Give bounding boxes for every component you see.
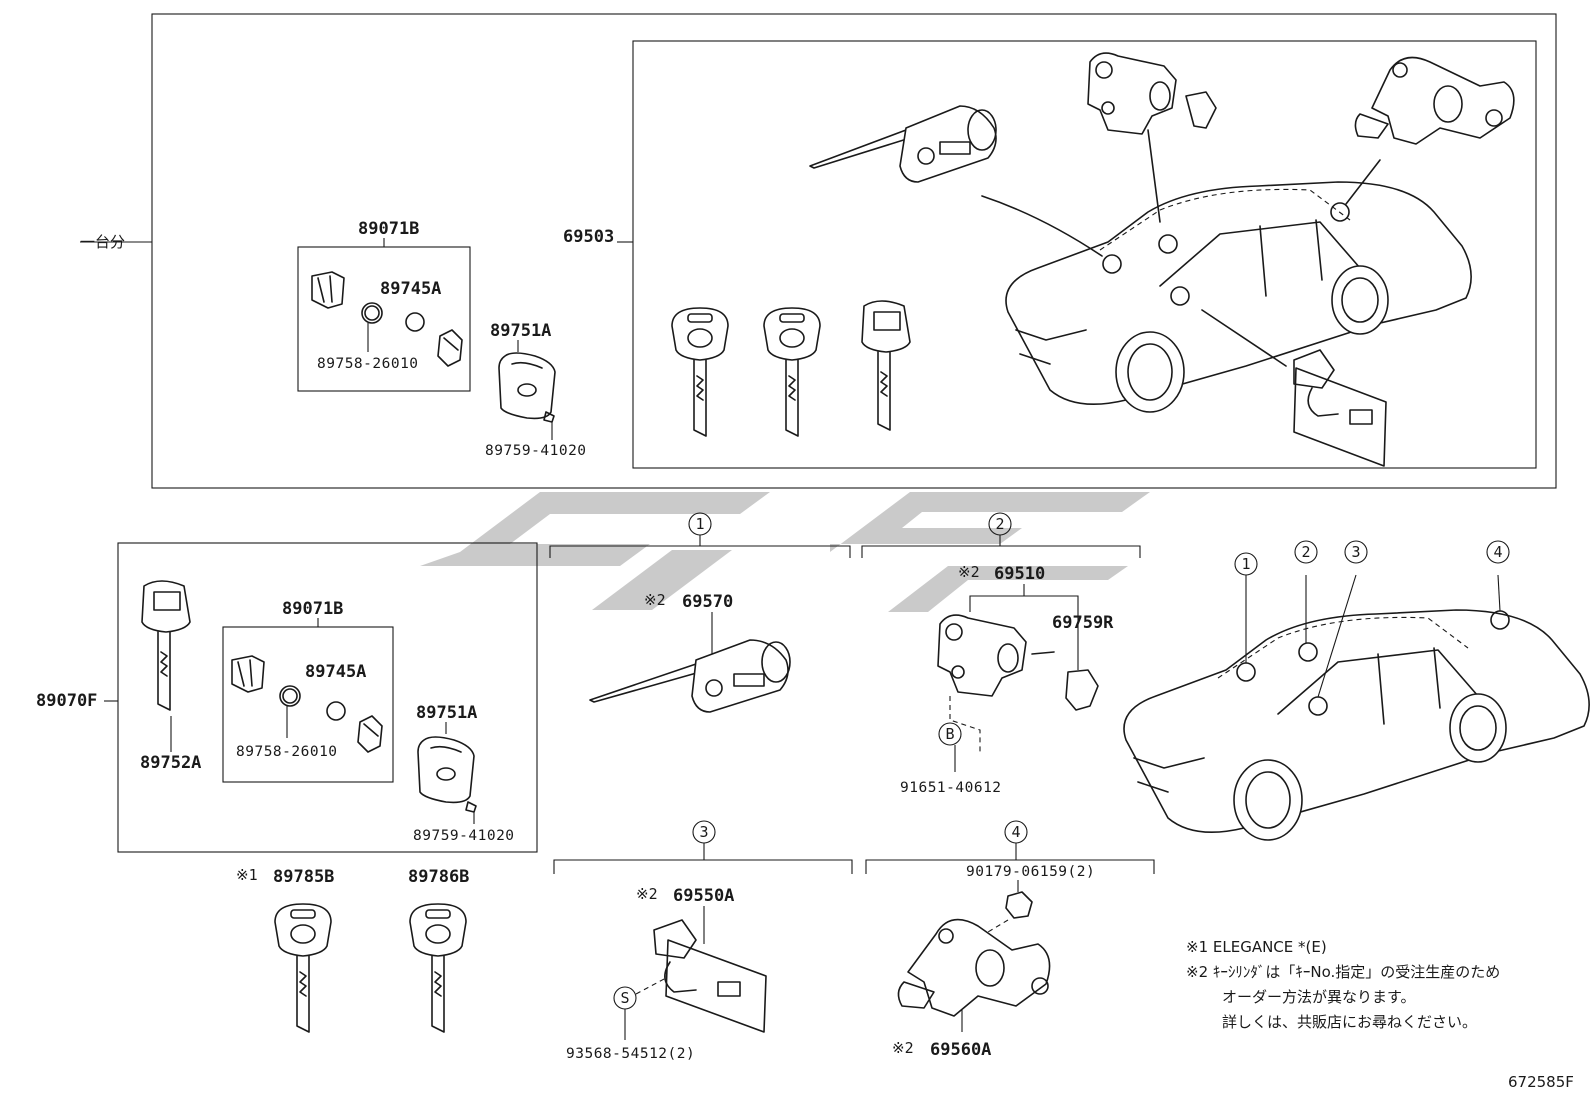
top-trunk-lock bbox=[1293, 349, 1387, 467]
car-marker-2: 2 bbox=[1301, 543, 1310, 561]
top-kit-item-89758: 89758-26010 bbox=[317, 356, 419, 372]
note-2: ※2 ｷｰｼﾘﾝﾀﾞは「ｷｰNo.指定」の受注生産のため bbox=[1186, 963, 1500, 981]
bottom-screw-label: 89759-41020 bbox=[413, 828, 515, 844]
door-lock-cylinder-icon bbox=[937, 614, 1027, 697]
blank-key-icon bbox=[141, 580, 191, 633]
group-4-mark: ※2 bbox=[892, 1039, 914, 1057]
top-ignition-cylinder bbox=[809, 105, 997, 183]
top-kit-item-89745a: 89745A bbox=[380, 279, 441, 299]
watermark-logo bbox=[420, 492, 1150, 612]
bolt-b-mark: B bbox=[945, 725, 954, 743]
part-69570-label: 69570 bbox=[682, 592, 733, 612]
key-icon bbox=[409, 903, 467, 957]
trunk-lock-icon bbox=[665, 939, 767, 1033]
top-assembly-frame: 一台分 69503 bbox=[80, 13, 1557, 489]
battery-cover-icon bbox=[311, 271, 345, 309]
top-kit: 89071B 89745A 89758-26010 bbox=[297, 219, 471, 392]
top-kit-label: 89071B bbox=[358, 219, 419, 239]
marker-3-circle bbox=[1344, 540, 1368, 564]
diagram-id: 672585F bbox=[1508, 1073, 1574, 1091]
part-90179-label: 90179-06159(2) bbox=[966, 864, 1095, 880]
nut-icon bbox=[1005, 891, 1033, 919]
notes: ※1 ELEGANCE *(E) ※2 ｷｰｼﾘﾝﾀﾞは「ｷｰNo.指定」の受注… bbox=[1186, 938, 1500, 1031]
group-1-number: 1 bbox=[695, 515, 704, 533]
group-3: 3 ※2 69550A S 93568-54512(2) bbox=[553, 820, 853, 1062]
transmitter-icon bbox=[417, 736, 475, 804]
note-1: ※1 ELEGANCE *(E) bbox=[1186, 938, 1327, 956]
ignition-cylinder-icon bbox=[691, 639, 789, 713]
transmitter-icon bbox=[498, 352, 556, 420]
locator-car: 1 2 3 4 bbox=[1123, 540, 1590, 841]
case-half-icon bbox=[437, 329, 463, 367]
car-marker-3: 3 bbox=[1351, 543, 1360, 561]
part-69759r-label: 69759R bbox=[1052, 613, 1114, 633]
group-1: 1 ※2 69570 bbox=[549, 512, 851, 713]
group-4-number: 4 bbox=[1011, 823, 1020, 841]
top-screw-label: 89759-41020 bbox=[485, 443, 587, 459]
bottom-kit-item-89745a: 89745A bbox=[305, 662, 366, 682]
part-69510-label: 69510 bbox=[994, 564, 1045, 584]
top-keys bbox=[671, 300, 911, 437]
top-door-lock-front bbox=[1087, 52, 1217, 135]
battery-cover-icon bbox=[231, 655, 265, 693]
marker-4-circle bbox=[1486, 540, 1510, 564]
car-marker-4: 4 bbox=[1493, 543, 1502, 561]
battery-icon bbox=[326, 701, 346, 721]
group-2: 2 ※2 69510 69759R B 91651-40612 bbox=[861, 512, 1141, 796]
marker-2-circle bbox=[1294, 540, 1318, 564]
group-3-number: 3 bbox=[699, 823, 708, 841]
oring-icon bbox=[279, 685, 301, 707]
group-1-mark: ※2 bbox=[644, 591, 666, 609]
set-label: 一台分 bbox=[80, 233, 125, 251]
screw-icon bbox=[465, 801, 477, 813]
top-transmitter-label: 89751A bbox=[490, 321, 551, 341]
bottom-transmitter-label: 89751A bbox=[416, 703, 477, 723]
part-91651-label: 91651-40612 bbox=[900, 780, 1002, 796]
part-69503-label: 69503 bbox=[563, 227, 614, 247]
blank-key-icon bbox=[861, 300, 911, 353]
bottom-kit-item-89758: 89758-26010 bbox=[236, 744, 338, 760]
case-half-icon bbox=[357, 715, 383, 753]
group-3-mark: ※2 bbox=[636, 885, 658, 903]
battery-icon bbox=[405, 312, 425, 332]
top-door-lock-rear bbox=[1354, 56, 1515, 145]
bottom-kit-label: 89071B bbox=[282, 599, 343, 619]
lock-lever-icon bbox=[1065, 669, 1099, 711]
note-4: 詳しくは、共販店にお尋ねください。 bbox=[1222, 1013, 1477, 1031]
note-3: オーダー方法が異なります。 bbox=[1222, 988, 1416, 1006]
key-assy-label: 89070F bbox=[36, 691, 97, 711]
blank-key-label: 89752A bbox=[140, 753, 201, 773]
door-lock-cylinder-rear-icon bbox=[907, 918, 1051, 1017]
part-69550a-label: 69550A bbox=[673, 886, 734, 906]
group-4: 4 90179-06159(2) ※2 69560A bbox=[865, 820, 1155, 1060]
screw-s-mark: S bbox=[620, 989, 629, 1007]
part-69560a-label: 69560A bbox=[930, 1040, 991, 1060]
top-transmitter: 89751A 89759-41020 bbox=[485, 321, 587, 459]
key-icon bbox=[274, 903, 332, 957]
key-icon bbox=[671, 307, 729, 361]
key-1-label: 89785B bbox=[273, 867, 334, 887]
part-93568-label: 93568-54512(2) bbox=[566, 1046, 695, 1062]
top-car bbox=[981, 129, 1472, 413]
spare-keys: ※1 89785B 89786B bbox=[236, 866, 469, 1033]
car-marker-1: 1 bbox=[1241, 555, 1250, 573]
key-2-label: 89786B bbox=[408, 867, 469, 887]
oring-icon bbox=[361, 302, 383, 324]
key-1-mark: ※1 bbox=[236, 866, 258, 884]
marker-1-circle bbox=[1234, 552, 1258, 576]
bottom-key-frame: 89070F 89752A 89071B 89745A 89758-26010 … bbox=[36, 542, 538, 853]
key-icon bbox=[763, 307, 821, 361]
group-2-number: 2 bbox=[995, 515, 1004, 533]
screw-icon bbox=[543, 411, 555, 423]
group-2-mark: ※2 bbox=[958, 563, 980, 581]
